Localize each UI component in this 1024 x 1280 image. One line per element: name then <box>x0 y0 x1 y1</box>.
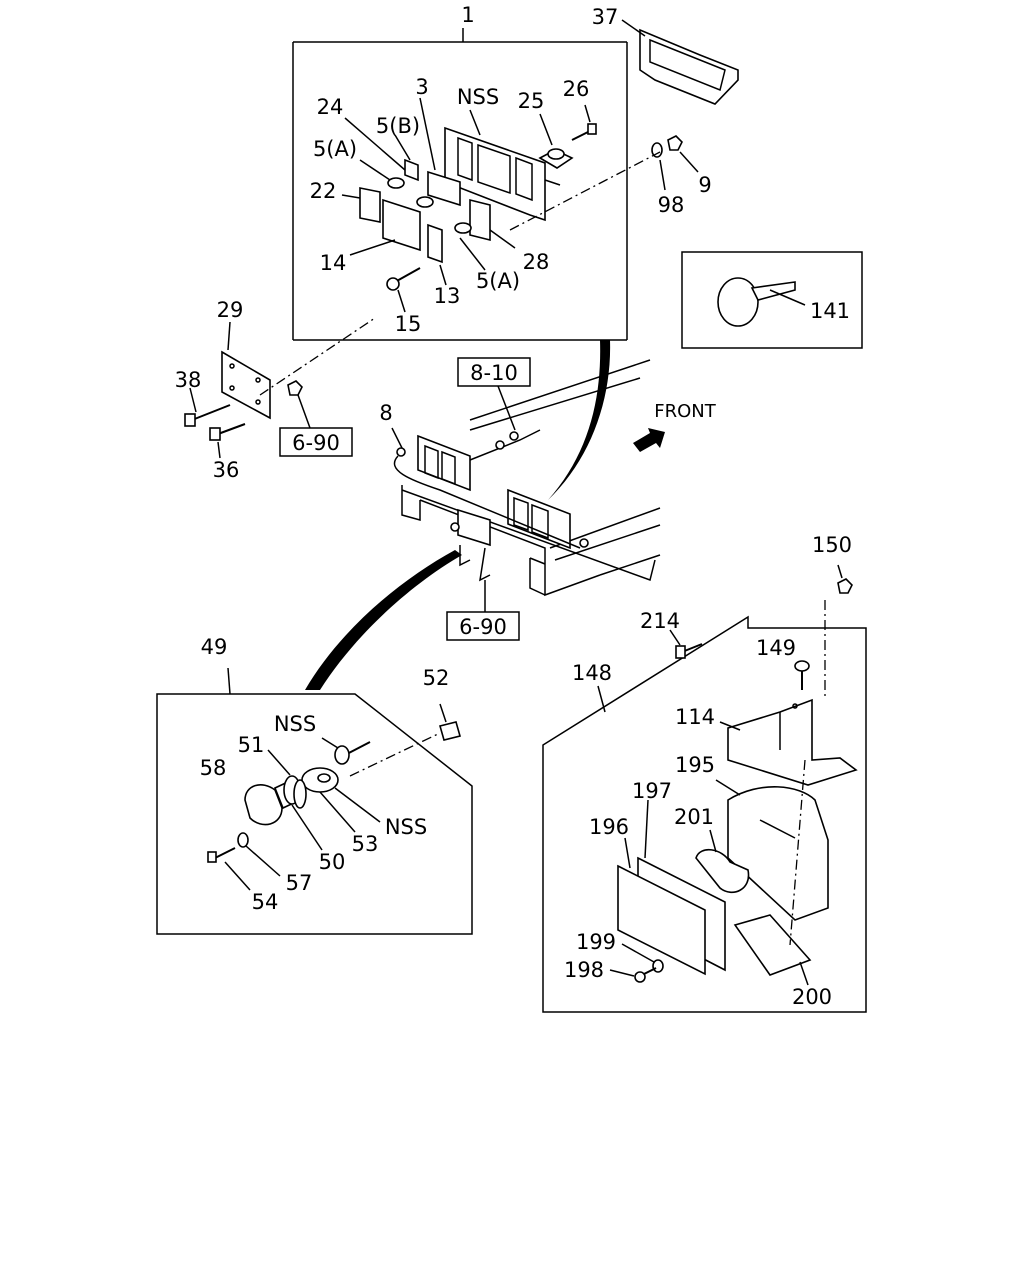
ref-8-10[interactable]: 8-10 <box>470 361 518 385</box>
callout-nss-lamp-right: NSS <box>385 815 427 839</box>
part-28-gasket <box>454 198 516 249</box>
part-3-plate <box>419 97 461 207</box>
callout-214: 214 <box>640 609 680 633</box>
part-200-plate <box>733 914 812 986</box>
part-37-housing <box>621 19 739 105</box>
callout-199: 199 <box>576 930 616 954</box>
callout-8: 8 <box>379 401 392 425</box>
callout-54: 54 <box>252 890 279 914</box>
front-label: FRONT <box>654 401 716 422</box>
part-nut-6-90 <box>287 380 311 429</box>
callout-5a-bottom: 5(A) <box>476 269 520 293</box>
part-149-screw <box>794 660 810 690</box>
callout-149: 149 <box>756 636 796 660</box>
callout-58: 58 <box>200 756 227 780</box>
part-29-plate <box>221 321 271 420</box>
group-49-box <box>156 667 473 935</box>
callout-51: 51 <box>238 733 265 757</box>
part-nss-lamp-screw <box>321 737 371 765</box>
callout-29: 29 <box>217 298 244 322</box>
callout-9: 9 <box>698 173 711 197</box>
callout-196: 196 <box>589 815 629 839</box>
callout-114: 114 <box>675 705 715 729</box>
callout-22: 22 <box>310 179 337 203</box>
part-5a-bulb-top <box>359 159 405 189</box>
group-141-box <box>681 251 863 349</box>
callout-5a-top: 5(A) <box>313 137 357 161</box>
callout-36: 36 <box>213 458 240 482</box>
callout-37: 37 <box>592 5 619 29</box>
axis-line-52 <box>349 732 441 777</box>
part-150-nut <box>837 564 853 594</box>
callout-3: 3 <box>415 75 428 99</box>
group-148-box <box>542 615 867 1013</box>
callout-1: 1 <box>461 3 474 27</box>
part-198-screw <box>609 967 657 983</box>
callout-14: 14 <box>320 251 347 275</box>
pointer-arrow-lower <box>305 550 462 690</box>
callout-50: 50 <box>319 850 346 874</box>
callout-13: 13 <box>434 284 461 308</box>
axis-line-148 <box>789 759 806 946</box>
callout-nss-top: NSS <box>457 85 499 109</box>
part-195-housing <box>715 779 829 921</box>
part-36-bolt <box>209 423 246 459</box>
axis-line-29 <box>259 317 376 396</box>
part-114-bracket <box>719 698 858 786</box>
front-arrow-icon <box>633 428 665 452</box>
part-214-bolt <box>669 629 703 659</box>
axis-line-top <box>509 151 661 231</box>
part-25-fitting <box>538 113 574 169</box>
part-22-lens <box>341 187 381 223</box>
callout-53: 53 <box>352 832 379 856</box>
chassis-frame <box>391 359 661 612</box>
part-9-nut <box>667 135 699 173</box>
callout-24: 24 <box>317 95 344 119</box>
callout-5b: 5(B) <box>376 114 420 138</box>
ref-box-6-90-bottom[interactable] <box>446 611 520 641</box>
part-26-screw <box>571 104 597 141</box>
part-196-lens <box>617 837 706 976</box>
part-15-screw <box>386 267 421 313</box>
callout-198: 198 <box>564 958 604 982</box>
callout-25: 25 <box>518 89 545 113</box>
pointer-arrow-upper <box>548 340 611 500</box>
part-13-clip <box>427 223 447 286</box>
callout-57: 57 <box>286 871 313 895</box>
callout-nss-lamp-top: NSS <box>274 712 316 736</box>
leader-24 <box>344 117 406 171</box>
part-nss-bracket <box>444 109 561 222</box>
part-53-holder <box>301 767 356 833</box>
callout-141: 141 <box>810 299 850 323</box>
part-50-ring <box>291 779 323 851</box>
ref-6-90-left[interactable]: 6-90 <box>292 431 340 455</box>
part-14-cover <box>349 198 421 256</box>
callout-201: 201 <box>674 805 714 829</box>
callout-26: 26 <box>563 77 590 101</box>
group-1-box <box>292 28 628 341</box>
part-54-screw <box>207 847 251 891</box>
leader-nss-lamp-right <box>334 787 381 823</box>
callout-15: 15 <box>395 312 422 336</box>
callout-197: 197 <box>632 779 672 803</box>
part-201-bulb <box>695 829 750 894</box>
callout-150: 150 <box>812 533 852 557</box>
leader-5a-bottom <box>459 237 486 271</box>
part-98-washer <box>651 142 666 191</box>
ref-box-6-90-left[interactable] <box>279 427 353 457</box>
callout-148: 148 <box>572 661 612 685</box>
ref-box-8-10[interactable] <box>457 357 531 387</box>
callout-49: 49 <box>201 635 228 659</box>
callout-28: 28 <box>523 250 550 274</box>
callout-38: 38 <box>175 368 202 392</box>
callout-52: 52 <box>423 666 450 690</box>
callout-195: 195 <box>675 753 715 777</box>
part-38-bolt <box>184 387 231 427</box>
callout-200: 200 <box>792 985 832 1009</box>
callout-98: 98 <box>658 193 685 217</box>
part-57-washer <box>237 832 281 877</box>
ref-6-90-bottom[interactable]: 6-90 <box>459 615 507 639</box>
part-52-connector <box>439 703 461 741</box>
